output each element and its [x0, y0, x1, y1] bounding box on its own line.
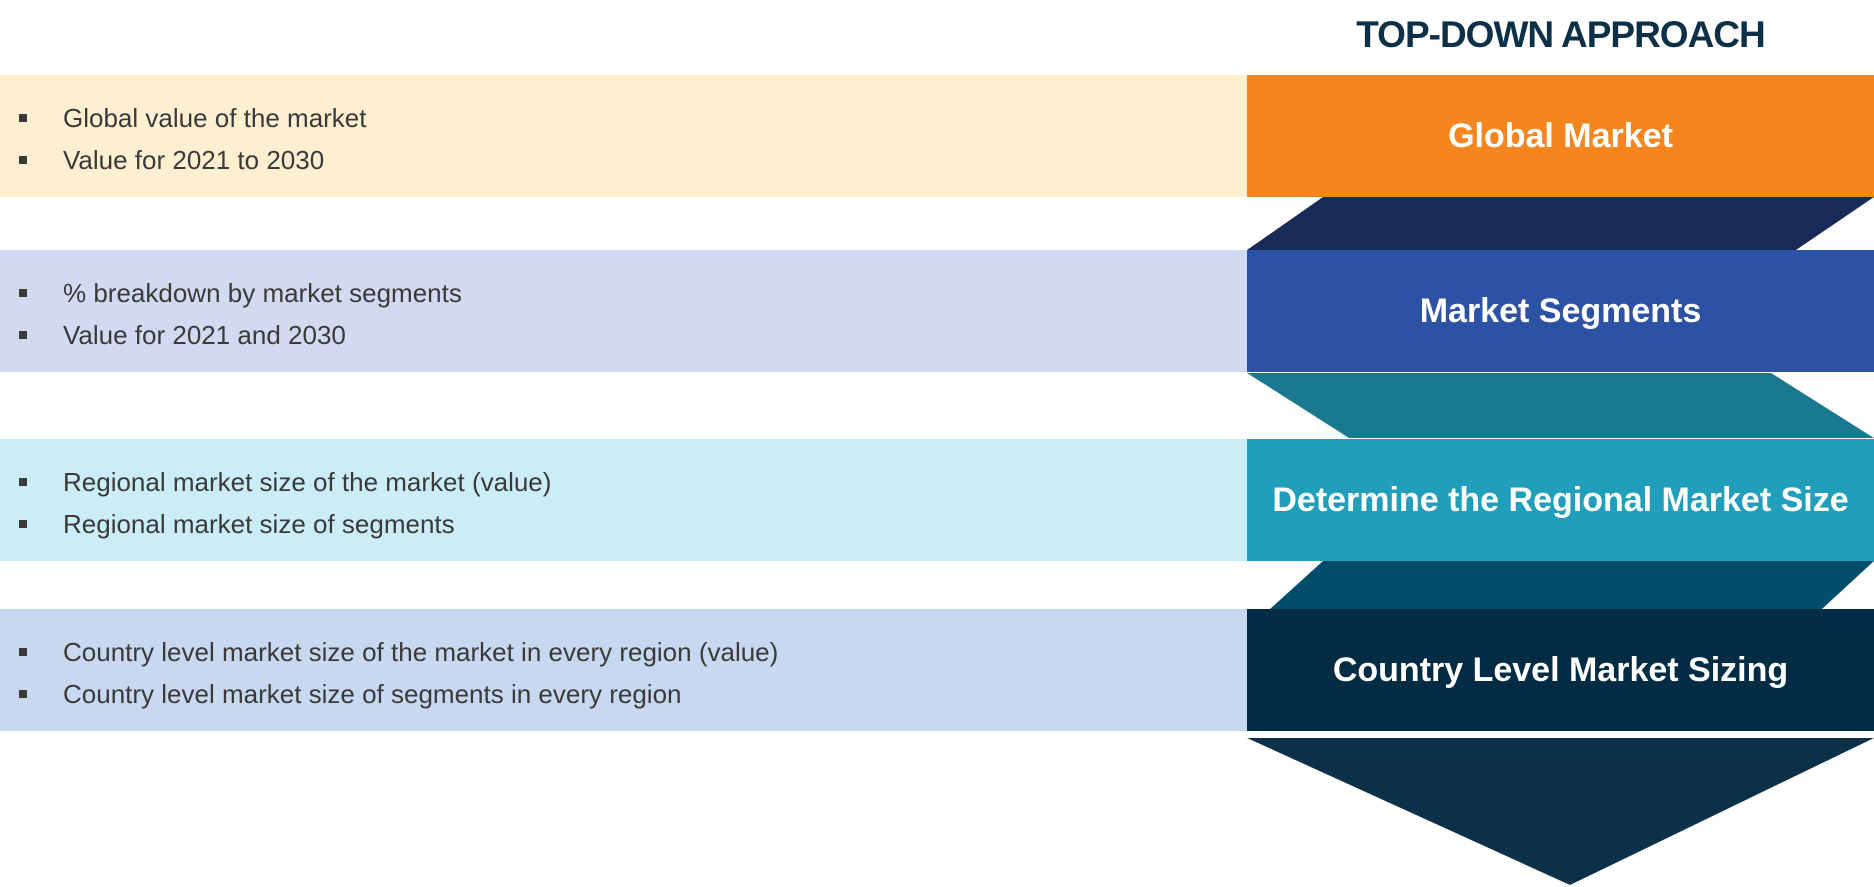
bullet-square-icon [19, 648, 27, 656]
diagram-title: TOP-DOWN APPROACH [1356, 14, 1766, 55]
connector-3 [1270, 561, 1874, 609]
bullet-item: Country level market size of segments in… [0, 673, 778, 715]
bullet-square-icon [19, 156, 27, 164]
step-bullets: Regional market size of the market (valu… [0, 461, 551, 545]
step-bullets: Global value of the market Value for 202… [0, 97, 367, 181]
step-bullets: Country level market size of the market … [0, 631, 778, 715]
connector-2 [1247, 373, 1874, 438]
bullet-square-icon [19, 520, 27, 528]
bullet-item: Value for 2021 and 2030 [0, 314, 462, 356]
step-bullets: % breakdown by market segments Value for… [0, 272, 462, 356]
bullet-square-icon [19, 331, 27, 339]
step-band-segments: % breakdown by market segments Value for… [0, 250, 1247, 372]
bullet-item: Regional market size of segments [0, 503, 551, 545]
bullet-square-icon [19, 690, 27, 698]
step-box-global-market: Global Market [1247, 75, 1874, 197]
bullet-item: Regional market size of the market (valu… [0, 461, 551, 503]
bullet-square-icon [19, 289, 27, 297]
step-box-market-segments: Market Segments [1247, 250, 1874, 372]
bullet-item: Global value of the market [0, 97, 367, 139]
bullet-square-icon [19, 478, 27, 486]
step-band-regional: Regional market size of the market (valu… [0, 439, 1247, 561]
bullet-square-icon [19, 114, 27, 122]
connector-1 [1247, 197, 1874, 250]
bullet-item: % breakdown by market segments [0, 272, 462, 314]
bullet-item: Value for 2021 to 2030 [0, 139, 367, 181]
step-band-country: Country level market size of the market … [0, 609, 1247, 731]
bullet-item: Country level market size of the market … [0, 631, 778, 673]
step-band-global: Global value of the market Value for 202… [0, 75, 1247, 197]
step-box-country-level: Country Level Market Sizing [1247, 609, 1874, 731]
down-arrow [1247, 738, 1874, 885]
step-box-regional-market-size: Determine the Regional Market Size [1247, 439, 1874, 561]
